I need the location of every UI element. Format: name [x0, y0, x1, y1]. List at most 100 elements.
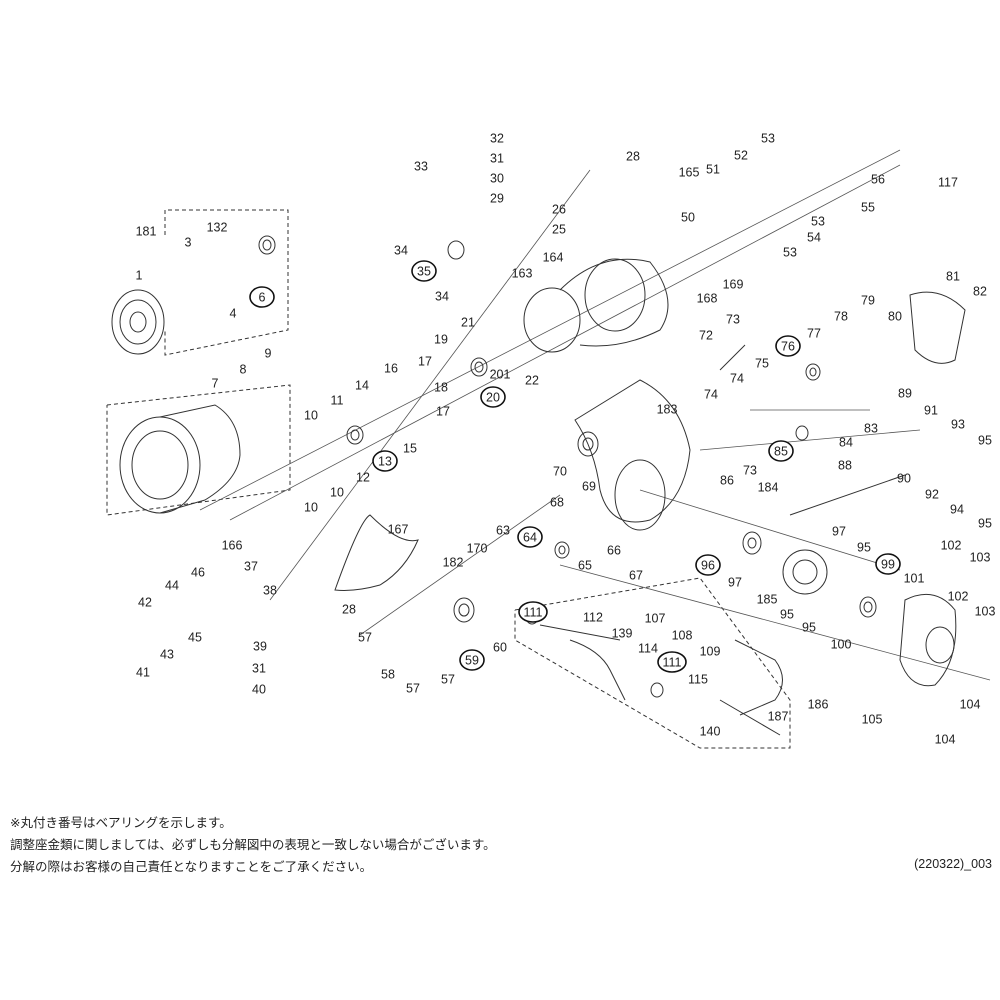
callout-label: 7	[212, 377, 219, 391]
callout-112: 112	[583, 611, 603, 625]
callout-52: 52	[734, 149, 748, 163]
callout-label: 164	[543, 251, 564, 265]
callout-3: 3	[185, 236, 192, 250]
callout-label: 6	[259, 291, 266, 305]
callout-10: 10	[304, 409, 318, 423]
callout-64: 64	[517, 526, 543, 548]
callout-34: 34	[394, 244, 408, 258]
callout-label: 56	[871, 173, 885, 187]
callout-12: 12	[356, 471, 370, 485]
callout-label: 166	[222, 539, 243, 553]
callout-67: 67	[629, 569, 643, 583]
bearing-marker	[657, 651, 687, 673]
callout-label: 63	[496, 524, 510, 538]
callout-label: 115	[688, 673, 708, 687]
callout-41: 41	[136, 666, 150, 680]
callout-182: 182	[443, 556, 464, 570]
callout-68: 68	[550, 496, 564, 510]
callout-76: 76	[775, 335, 801, 357]
callout-1: 1	[136, 269, 143, 283]
callout-53: 53	[811, 215, 825, 229]
callout-label: 104	[935, 733, 956, 747]
group-box-handle	[514, 577, 791, 749]
callout-83: 83	[864, 422, 878, 436]
callout-label: 165	[679, 166, 700, 180]
callout-10: 10	[304, 501, 318, 515]
callout-label: 163	[512, 267, 533, 281]
callout-label: 44	[165, 579, 179, 593]
callout-label: 102	[941, 539, 962, 553]
callout-label: 117	[938, 176, 958, 190]
callout-label: 170	[467, 542, 488, 556]
callout-label: 12	[356, 471, 370, 485]
callout-label: 9	[265, 347, 272, 361]
bearing-parts	[258, 235, 877, 698]
handle-part	[539, 624, 783, 736]
callout-label: 184	[758, 481, 779, 495]
callout-82: 82	[973, 285, 987, 299]
callout-label: 34	[435, 290, 449, 304]
callout-label: 13	[378, 455, 392, 469]
callout-label: 19	[434, 333, 448, 347]
bearing-marker	[775, 335, 801, 357]
callout-label: 58	[381, 668, 395, 682]
callout-label: 74	[730, 372, 744, 386]
callout-139: 139	[612, 627, 633, 641]
callout-74: 74	[730, 372, 744, 386]
callout-label: 101	[904, 572, 925, 586]
callout-label: 73	[743, 464, 757, 478]
callout-label: 10	[304, 501, 318, 515]
callout-label: 91	[924, 404, 938, 418]
callout-label: 111	[662, 656, 681, 670]
callout-163: 163	[512, 267, 533, 281]
callout-label: 103	[975, 605, 996, 619]
rotor-part	[523, 258, 669, 353]
callout-58: 58	[381, 668, 395, 682]
callout-65: 65	[578, 559, 592, 573]
callout-label: 21	[461, 316, 475, 330]
bearing-marker	[875, 553, 901, 575]
callout-label: 16	[384, 362, 398, 376]
callout-28: 28	[626, 150, 640, 164]
callout-label: 4	[230, 307, 237, 321]
callout-57: 57	[441, 673, 455, 687]
callout-102: 102	[948, 590, 969, 604]
spool-cap-part	[111, 289, 165, 355]
callout-label: 111	[523, 606, 542, 620]
callout-117: 117	[938, 176, 958, 190]
callout-86: 86	[720, 474, 734, 488]
callout-label: 140	[700, 725, 721, 739]
callout-164: 164	[543, 251, 564, 265]
callout-label: 114	[638, 642, 658, 656]
callout-28: 28	[342, 603, 356, 617]
callout-label: 10	[304, 409, 318, 423]
callout-label: 95	[978, 517, 992, 531]
callout-label: 57	[358, 631, 372, 645]
callout-25: 25	[552, 223, 566, 237]
callout-label: 80	[888, 310, 902, 324]
callout-50: 50	[681, 211, 695, 225]
reel-foot-part	[334, 514, 419, 591]
drive-gear-part	[782, 549, 828, 595]
callout-40: 40	[252, 683, 266, 697]
callout-114: 114	[638, 642, 658, 656]
callout-103: 103	[970, 551, 991, 565]
callout-label: 74	[704, 388, 718, 402]
callout-99: 99	[875, 553, 901, 575]
callout-59: 59	[459, 649, 485, 671]
callout-label: 22	[525, 374, 539, 388]
bearing-marker	[459, 649, 485, 671]
callout-label: 88	[838, 459, 852, 473]
callout-140: 140	[700, 725, 721, 739]
callout-label: 15	[403, 442, 417, 456]
callout-31: 31	[252, 662, 266, 676]
callout-168: 168	[697, 292, 718, 306]
callout-88: 88	[838, 459, 852, 473]
callout-37: 37	[244, 560, 258, 574]
callout-74: 74	[704, 388, 718, 402]
callout-label: 39	[253, 640, 267, 654]
callout-9: 9	[265, 347, 272, 361]
callout-label: 50	[681, 211, 695, 225]
callout-label: 104	[960, 698, 981, 712]
